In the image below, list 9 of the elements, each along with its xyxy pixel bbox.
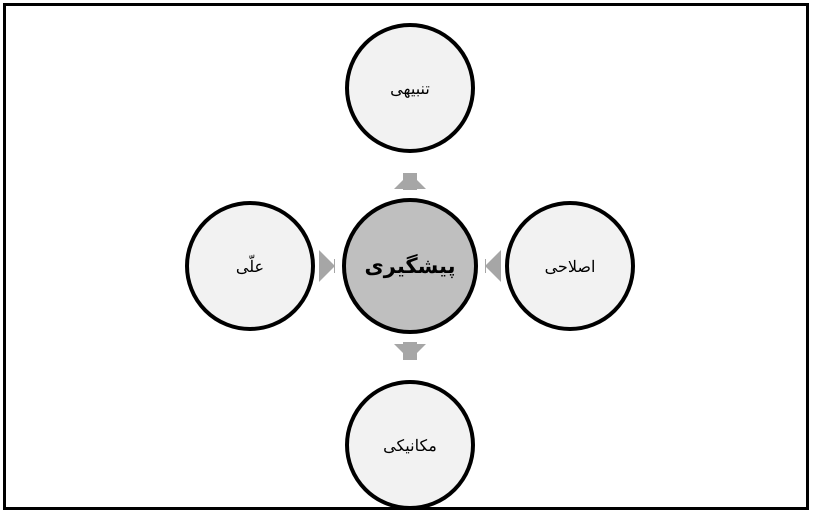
block-arrow	[485, 250, 501, 282]
circle-node: اصلاحی	[505, 201, 635, 331]
center-circle: پیشگیری	[342, 198, 478, 334]
circle-node: مکانیکی	[345, 380, 475, 510]
circle-node: علّی	[185, 201, 315, 331]
block-arrow	[319, 250, 335, 282]
block-arrow	[394, 173, 426, 190]
circle-node: تنبیهی	[345, 23, 475, 153]
block-arrow	[394, 342, 426, 360]
